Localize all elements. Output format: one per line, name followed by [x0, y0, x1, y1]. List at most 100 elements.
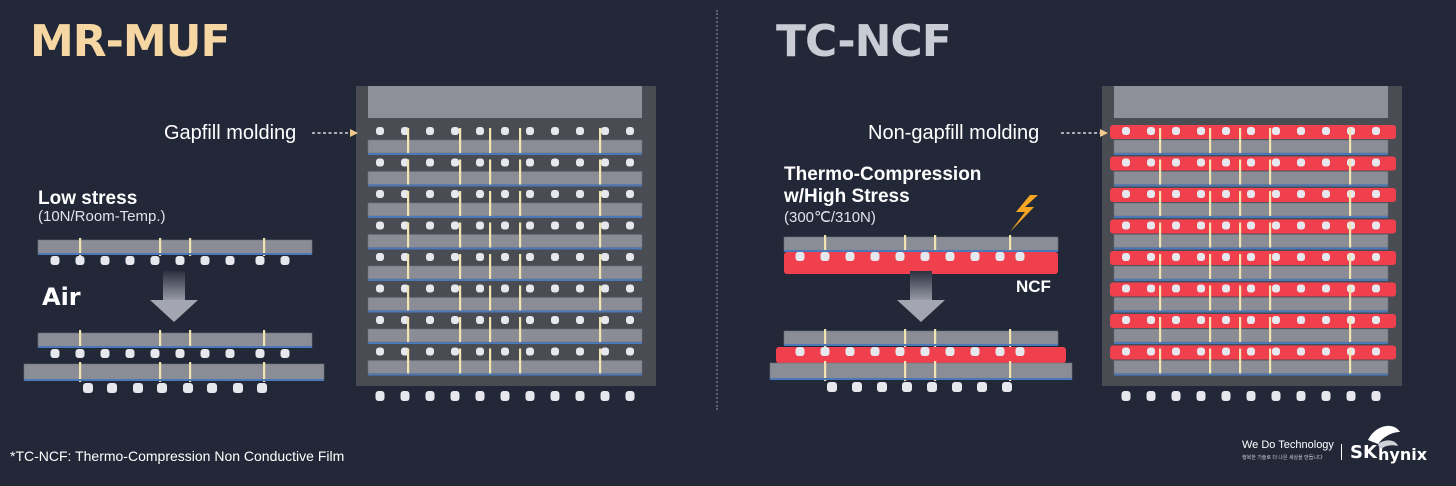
- micro-bump: [1372, 253, 1380, 261]
- micro-bump: [1372, 347, 1380, 356]
- tsv-via: [189, 330, 192, 348]
- micro-bump: [1247, 190, 1255, 198]
- micro-bump: [1121, 391, 1131, 401]
- tsv-via: [824, 235, 827, 253]
- micro-bump: [376, 284, 384, 293]
- micro-bump: [920, 252, 930, 261]
- substrate-line: [1114, 184, 1388, 187]
- micro-bump: [450, 391, 460, 401]
- micro-bump: [280, 349, 290, 358]
- micro-bump: [551, 316, 559, 324]
- micro-bump: [576, 127, 584, 135]
- micro-bump: [1172, 127, 1180, 135]
- micro-bump: [525, 391, 535, 401]
- micro-bump: [50, 349, 60, 358]
- micro-bump: [107, 383, 117, 393]
- tsv-via: [1239, 128, 1242, 154]
- micro-bump: [1372, 158, 1380, 167]
- micro-bump: [877, 382, 887, 392]
- tsv-via: [1209, 159, 1212, 186]
- micro-bump: [255, 349, 265, 358]
- tsv-via: [489, 159, 492, 186]
- micro-bump: [83, 383, 93, 393]
- micro-bump: [501, 158, 509, 167]
- tsv-via: [1159, 254, 1162, 280]
- micro-bump: [1322, 190, 1330, 198]
- micro-bump: [476, 316, 484, 324]
- micro-bump: [551, 221, 559, 230]
- micro-bump: [600, 391, 610, 401]
- micro-bump: [376, 316, 384, 324]
- tsv-via: [1209, 348, 1212, 375]
- micro-bump: [501, 316, 509, 324]
- micro-bump: [551, 253, 559, 261]
- micro-bump: [1222, 127, 1230, 135]
- micro-bump: [576, 221, 584, 230]
- tsv-via: [189, 238, 192, 256]
- hynix-logo-text: hynix: [1378, 445, 1428, 464]
- tsv-via: [407, 348, 410, 375]
- micro-bump: [1372, 221, 1380, 230]
- tsv-via: [459, 191, 462, 217]
- micro-bump: [1122, 158, 1130, 167]
- micro-bump: [501, 253, 509, 261]
- tsv-via: [1209, 317, 1212, 343]
- substrate-line: [38, 346, 312, 348]
- tsv-via: [79, 238, 82, 256]
- micro-bump: [550, 391, 560, 401]
- micro-bump: [895, 347, 905, 356]
- thermo-compression-label: Thermo-Compression: [784, 164, 982, 185]
- tsv-via: [1349, 254, 1352, 280]
- micro-bump: [1322, 316, 1330, 324]
- tsv-via: [1159, 348, 1162, 375]
- tc-ncf-title: TC-NCF: [776, 16, 952, 67]
- micro-bump: [1015, 347, 1025, 356]
- micro-bump: [1221, 391, 1231, 401]
- micro-bump: [626, 253, 634, 261]
- micro-bump: [200, 349, 210, 358]
- micro-bump: [1371, 391, 1381, 401]
- tsv-via: [519, 348, 522, 375]
- micro-bump: [1322, 347, 1330, 356]
- tsv-via: [159, 330, 162, 348]
- micro-bump: [1297, 347, 1305, 356]
- micro-bump: [175, 256, 185, 265]
- micro-bump: [576, 316, 584, 324]
- tsv-via: [459, 317, 462, 343]
- micro-bump: [225, 349, 235, 358]
- tsv-via: [904, 235, 907, 253]
- micro-bump: [1247, 347, 1255, 356]
- tsv-via: [1269, 222, 1272, 249]
- tsv-via: [1269, 285, 1272, 312]
- gapfill-molding-label: Gapfill molding: [164, 122, 297, 144]
- micro-bump: [150, 349, 160, 358]
- substrate-line: [368, 342, 642, 344]
- micro-bump: [1272, 253, 1280, 261]
- micro-bump: [601, 221, 609, 230]
- micro-bump: [551, 284, 559, 293]
- micro-bump: [1372, 284, 1380, 293]
- tsv-via: [1159, 128, 1162, 154]
- micro-bump: [451, 316, 459, 324]
- substrate-line: [1114, 310, 1388, 313]
- substrate-line: [784, 250, 1058, 252]
- micro-bump: [1322, 127, 1330, 135]
- micro-bump: [952, 382, 962, 392]
- top-die: [368, 86, 642, 118]
- tsv-via: [1159, 159, 1162, 186]
- micro-bump: [1247, 316, 1255, 324]
- tsv-via: [599, 285, 602, 312]
- die-layer: [1113, 139, 1389, 154]
- tsv-via: [489, 254, 492, 280]
- tsv-via: [519, 317, 522, 343]
- lightning-icon: [1010, 195, 1038, 232]
- micro-bump: [1197, 347, 1205, 356]
- substrate-line: [368, 153, 642, 155]
- substrate-line: [770, 378, 1072, 380]
- micro-bump: [1247, 158, 1255, 167]
- micro-bump: [476, 284, 484, 293]
- micro-bump: [601, 347, 609, 356]
- micro-bump: [895, 252, 905, 261]
- tsv-via: [599, 348, 602, 375]
- tsv-via: [519, 285, 522, 312]
